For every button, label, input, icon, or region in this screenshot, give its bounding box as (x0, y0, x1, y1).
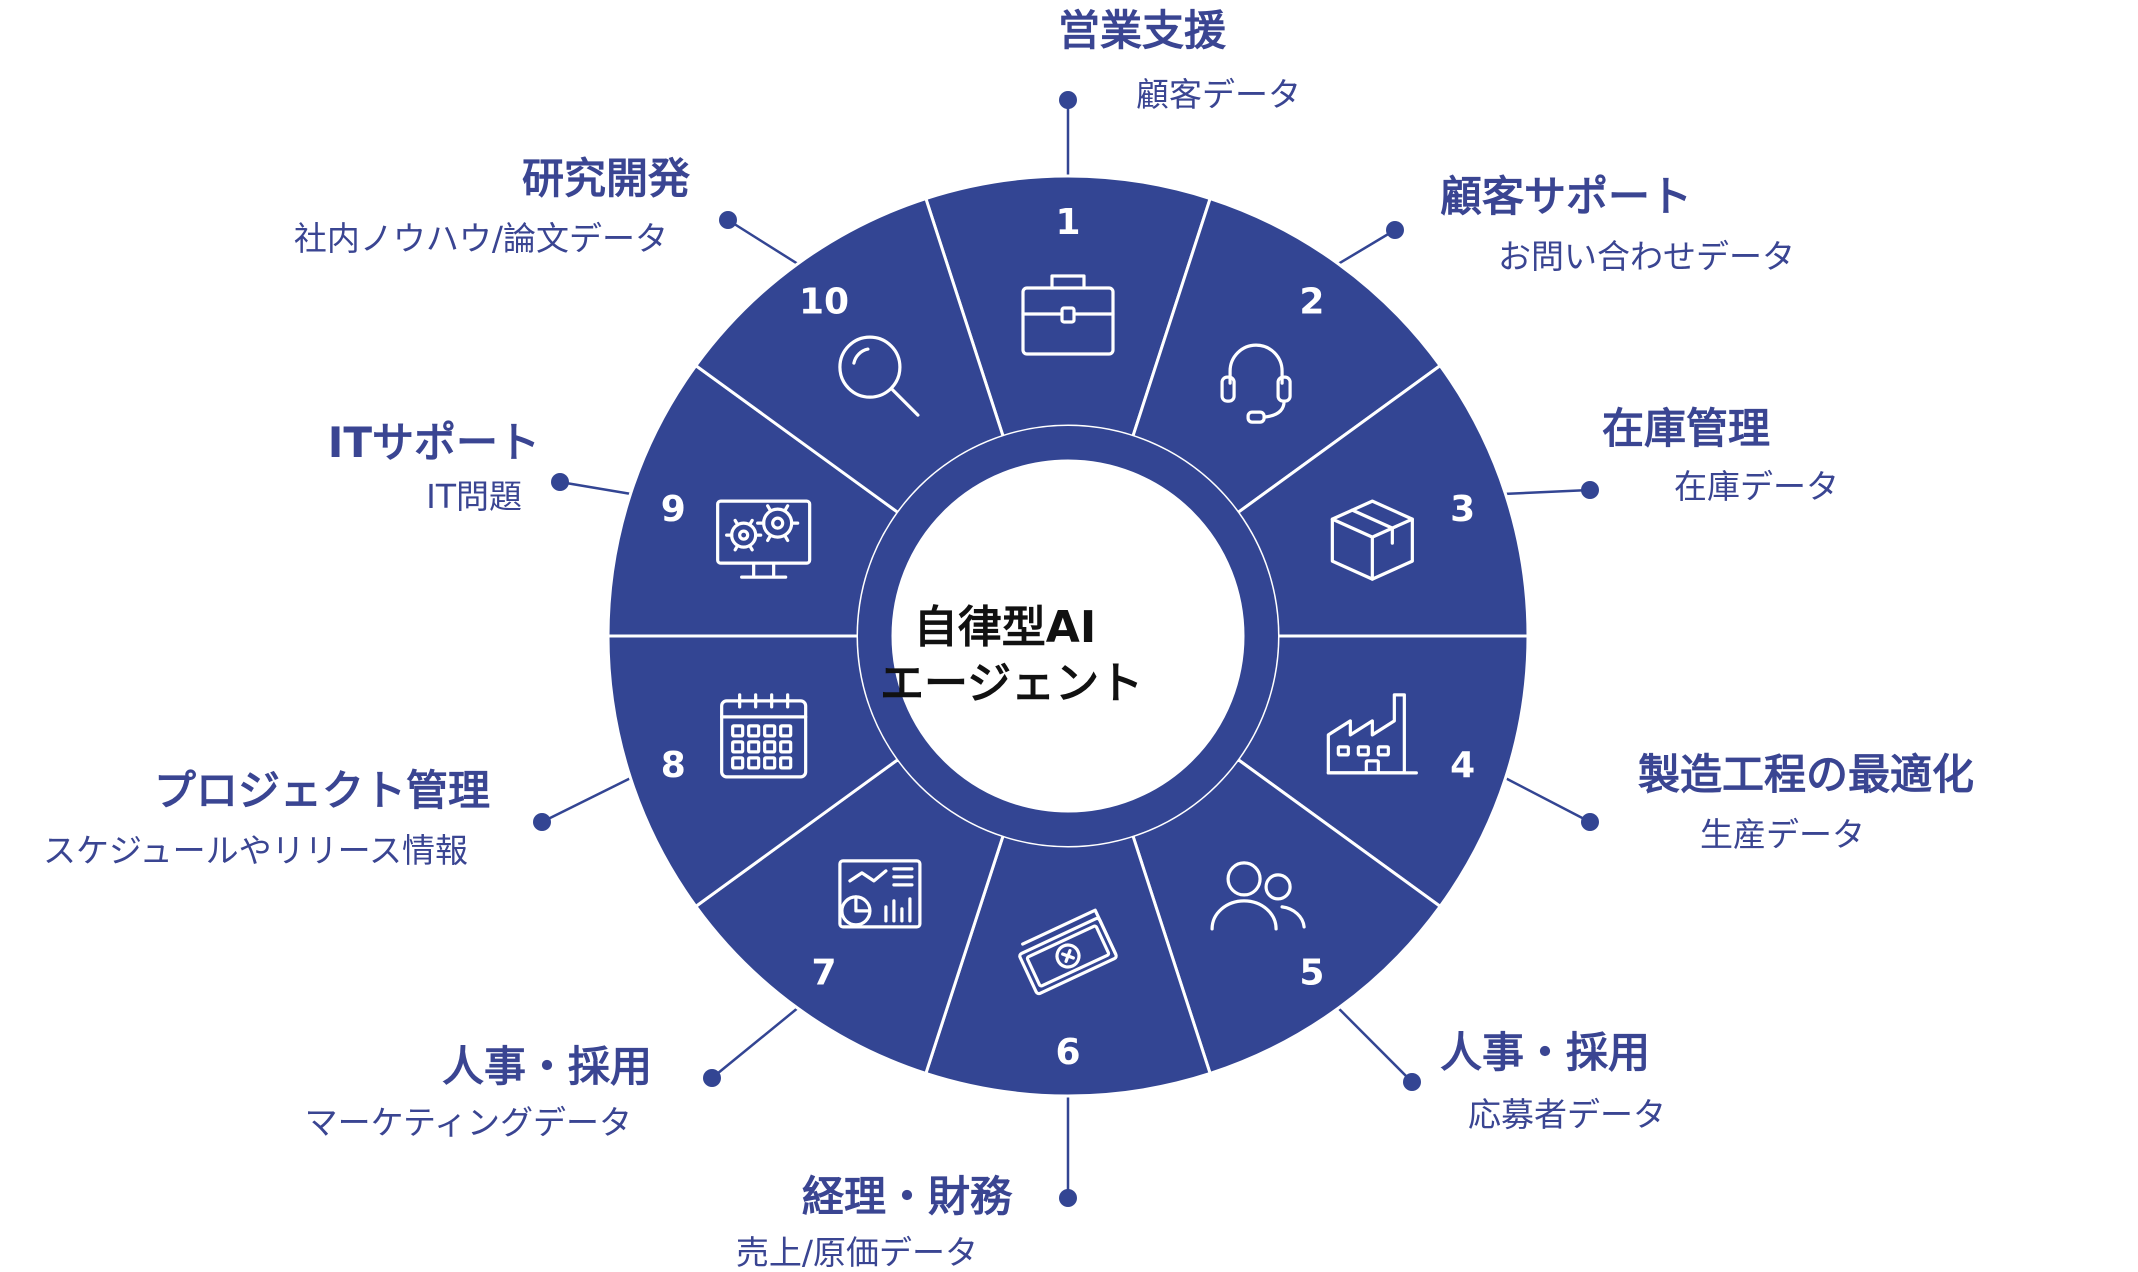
connector-dot-7 (703, 1069, 721, 1087)
segment-number-5: 5 (1299, 953, 1324, 994)
title-9: ITサポート (327, 418, 540, 467)
connector-line-3 (1505, 488, 1591, 496)
title-8: プロジェクト管理 (153, 766, 490, 815)
connector-line-4 (1504, 777, 1591, 824)
center-label: 自律型AI エージェント (880, 600, 1144, 713)
connector-dot-5 (1403, 1073, 1421, 1091)
connector-line-8 (541, 777, 632, 824)
center-line-1: 自律型AI (913, 602, 1097, 653)
analytics-icon (838, 859, 922, 929)
segment-number-1: 1 (1055, 202, 1080, 243)
people-icon (1210, 861, 1306, 931)
segment-number-3: 3 (1450, 489, 1475, 530)
center-line-2: エージェント (880, 658, 1144, 710)
segment-number-8: 8 (661, 745, 686, 786)
connector-line-5 (1337, 1007, 1413, 1083)
connector-line-9 (559, 480, 631, 496)
headset-icon (1220, 343, 1292, 424)
segment-number-4: 4 (1450, 745, 1475, 786)
connector-dot-8 (533, 813, 551, 831)
segment-number-7: 7 (812, 953, 837, 994)
connector-line-7 (711, 1007, 799, 1079)
subtitle-9: IT問題 (426, 477, 522, 516)
connector-line-2 (1337, 228, 1396, 265)
monitor-gears-icon (716, 499, 812, 579)
calendar-icon (720, 693, 808, 779)
factory-icon (1326, 693, 1418, 775)
briefcase-icon (1021, 274, 1115, 356)
connector-dot-10 (719, 211, 737, 229)
subtitle-5: 応募者データ (1468, 1095, 1666, 1134)
title-3: 在庫管理 (1602, 404, 1771, 453)
title-10: 研究開発 (521, 154, 690, 203)
money-icon (1018, 908, 1118, 996)
connector-dot-2 (1386, 221, 1404, 239)
subtitle-2: お問い合わせデータ (1498, 237, 1795, 276)
connector-dot-1 (1059, 91, 1077, 109)
subtitle-4: 生産データ (1700, 815, 1865, 854)
title-2: 顧客サポート (1440, 172, 1693, 221)
subtitle-10: 社内ノウハウ/論文データ (293, 219, 668, 258)
connector-dot-9 (551, 473, 569, 491)
title-4: 製造工程の最適化 (1638, 750, 1975, 799)
magnifier-icon (838, 335, 920, 417)
segment-number-6: 6 (1055, 1032, 1080, 1073)
connector-line-10 (727, 218, 799, 265)
title-7: 人事・採用 (441, 1042, 652, 1091)
title-6: 経理・財務 (801, 1172, 1012, 1221)
subtitle-3: 在庫データ (1674, 467, 1839, 506)
segment-number-2: 2 (1299, 281, 1324, 322)
subtitle-6: 売上/原価データ (735, 1233, 978, 1272)
connector-dot-3 (1581, 481, 1599, 499)
subtitle-1: 顧客データ (1136, 75, 1301, 114)
connector-dot-4 (1581, 813, 1599, 831)
connector-dot-6 (1059, 1189, 1077, 1207)
center-circle (891, 459, 1245, 813)
title-5: 人事・採用 (1440, 1028, 1651, 1077)
title-1: 営業支援 (1058, 6, 1227, 55)
box-icon (1330, 499, 1414, 581)
subtitle-7: マーケティングデータ (304, 1103, 632, 1142)
subtitle-8: スケジュールやリリース情報 (42, 831, 468, 870)
segment-number-10: 10 (799, 281, 849, 322)
segment-number-9: 9 (661, 489, 686, 530)
